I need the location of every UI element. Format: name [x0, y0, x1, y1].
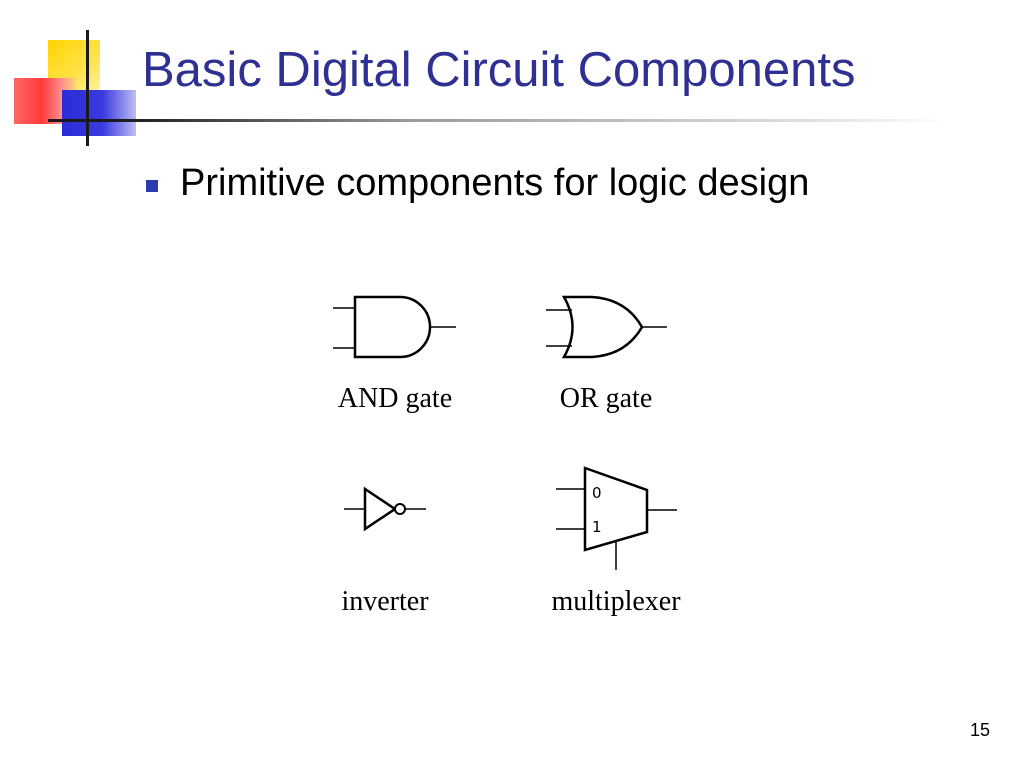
and-gate-body: [353, 295, 432, 359]
inverter-body: [363, 486, 398, 532]
or-gate-body: [561, 295, 644, 359]
and-gate: [333, 295, 456, 359]
and-gate-label: AND gate: [338, 383, 452, 414]
multiplexer-input-0-label: 0: [592, 484, 602, 502]
inverter-bubble: [394, 503, 406, 515]
bullet-square-icon: [146, 179, 158, 192]
page-number: 15: [969, 720, 990, 740]
slide-title: Basic Digital Circuit Components: [142, 43, 856, 97]
multiplexer-input-1-label: 1: [592, 518, 602, 536]
or-gate: [546, 295, 667, 359]
title-underline: [48, 119, 948, 122]
decoration-vertical-line: [86, 30, 89, 146]
inverter: [344, 486, 426, 532]
multiplexer-label: multiplexer: [551, 586, 681, 617]
bullet-text: Primitive components for logic design: [180, 162, 810, 204]
inverter-label: inverter: [341, 586, 429, 617]
multiplexer-body: [583, 466, 649, 552]
or-gate-label: OR gate: [560, 383, 653, 414]
bullet-item: Primitive components for logic design: [146, 162, 809, 205]
multiplexer: [556, 466, 677, 570]
decoration-blue-square: [62, 90, 136, 136]
